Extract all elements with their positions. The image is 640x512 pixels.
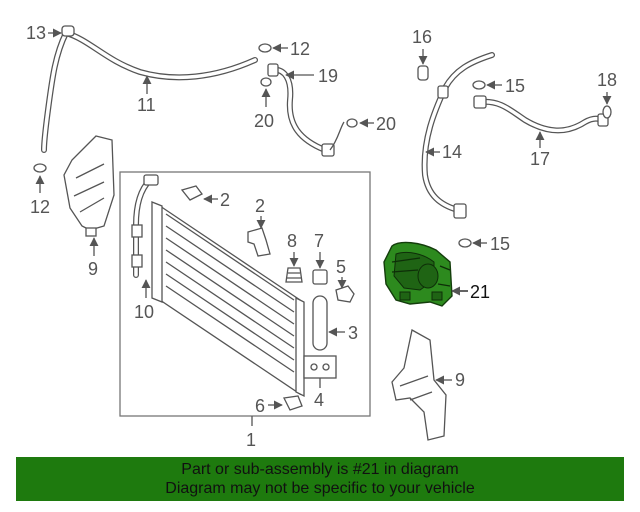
clip-7[interactable] <box>312 269 328 285</box>
callout-16: 16 <box>412 27 432 47</box>
callout-9-left: 9 <box>88 259 98 279</box>
bumper-8[interactable] <box>285 267 303 283</box>
callout-21: 21 <box>470 282 490 302</box>
parts-diagram: 13 11 12 12 19 20 20 16 14 15 15 <box>26 23 617 450</box>
dryer-3[interactable] <box>312 295 328 351</box>
hose-14[interactable] <box>421 52 495 219</box>
callout-20-right: 20 <box>376 114 396 134</box>
callout-11: 11 <box>137 95 156 115</box>
o-ring-20-right[interactable] <box>346 118 358 128</box>
callout-12-left: 12 <box>30 197 50 217</box>
air-guide-9-left[interactable] <box>63 135 115 237</box>
banner-line-2: Diagram may not be specific to your vehi… <box>165 480 475 497</box>
air-guide-9-right[interactable] <box>391 329 447 441</box>
plate-4[interactable] <box>303 355 337 379</box>
callout-19: 19 <box>318 66 338 86</box>
callout-1: 1 <box>246 430 256 450</box>
o-ring-15-top[interactable] <box>472 80 486 90</box>
callout-3: 3 <box>348 323 358 343</box>
compressor-21[interactable] <box>383 241 453 307</box>
callout-13: 13 <box>26 23 46 43</box>
pipe-10[interactable] <box>131 174 159 278</box>
o-ring-12-left[interactable] <box>33 163 47 173</box>
callout-17: 17 <box>530 149 550 169</box>
hose-19[interactable] <box>267 63 345 157</box>
bracket-6[interactable] <box>283 395 303 411</box>
callout-4: 4 <box>314 390 324 410</box>
o-ring-20-left[interactable] <box>260 77 272 87</box>
callout-2-mid: 2 <box>255 196 265 216</box>
condenser-core[interactable] <box>151 201 305 398</box>
callout-15-top: 15 <box>505 76 525 96</box>
callout-6: 6 <box>255 396 265 416</box>
callout-5: 5 <box>336 257 346 277</box>
callout-9-right: 9 <box>455 370 465 390</box>
o-ring-15-bottom[interactable] <box>458 238 472 248</box>
callout-8: 8 <box>287 231 297 251</box>
bracket-2-top[interactable] <box>180 185 203 201</box>
info-banner: Part or sub-assembly is #21 in diagram D… <box>16 457 624 501</box>
callout-10: 10 <box>134 302 154 322</box>
callout-7: 7 <box>314 231 324 251</box>
o-ring-12-top[interactable] <box>258 43 272 53</box>
callout-2-top: 2 <box>220 190 230 210</box>
o-ring-18[interactable] <box>602 105 612 119</box>
callout-20-left: 20 <box>254 111 274 131</box>
banner-line-1: Part or sub-assembly is #21 in diagram <box>181 461 459 478</box>
hose-11[interactable] <box>41 25 258 153</box>
callout-12-top: 12 <box>290 39 310 59</box>
pipe-17[interactable] <box>473 95 609 134</box>
cap-16[interactable] <box>417 65 429 81</box>
callout-15-bottom: 15 <box>490 234 510 254</box>
callout-18: 18 <box>597 70 617 90</box>
callout-14: 14 <box>442 142 462 162</box>
condenser-frame <box>119 171 371 417</box>
bracket-5[interactable] <box>335 285 355 303</box>
bracket-2-mid[interactable] <box>247 227 271 257</box>
